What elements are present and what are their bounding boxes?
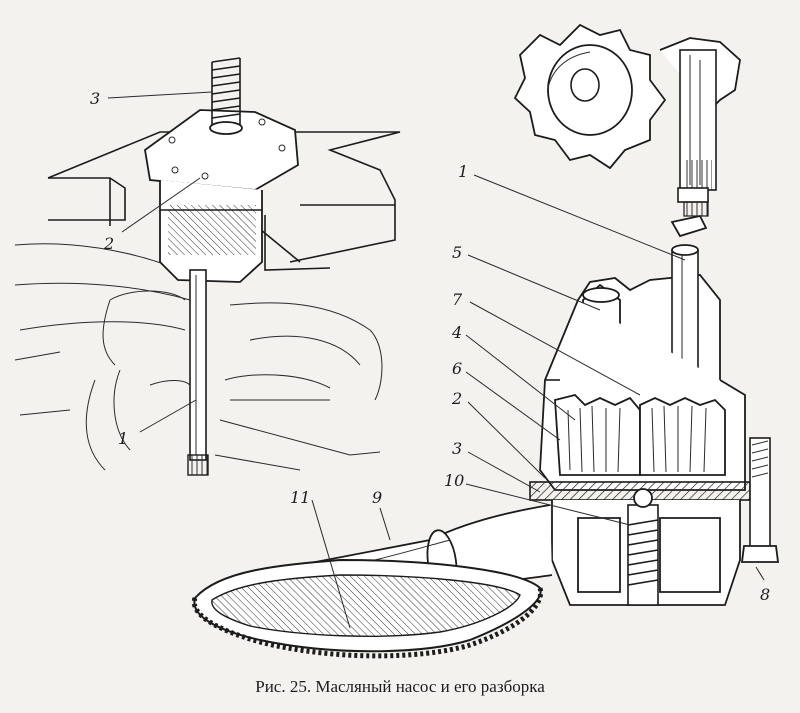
callout-right-4: 4 [451, 323, 462, 342]
strainer-screen-11 [191, 558, 544, 659]
callout-left-1: 1 [118, 429, 128, 448]
callout-right-7: 7 [452, 290, 463, 309]
callout-right-11: 11 [290, 488, 310, 507]
installed-oil-pump [144, 57, 299, 476]
callout-labels: 3 2 1 1 5 7 4 6 2 3 10 11 9 8 [90, 89, 770, 604]
leader-lines [107, 91, 765, 629]
callout-right-5: 5 [452, 243, 462, 262]
callout-right-6: 6 [452, 359, 462, 378]
figure-caption: Рис. 25. Масляный насос и его разборка [255, 677, 545, 696]
shaft-1 [187, 269, 209, 476]
callout-right-2: 2 [451, 389, 462, 408]
callout-left-2: 2 [103, 234, 114, 253]
callout-left-3: 3 [90, 89, 100, 108]
callout-right-3: 3 [452, 439, 462, 458]
drive-gear-exploded [513, 23, 741, 238]
callout-right-10: 10 [444, 471, 464, 490]
spring-3 [209, 57, 243, 135]
sectioned-oil-pump [191, 244, 780, 659]
callout-right-1: 1 [458, 162, 468, 181]
callout-right-8: 8 [760, 585, 770, 604]
pump-gears [554, 394, 726, 476]
callout-right-9: 9 [372, 488, 382, 507]
bolt-8 [740, 437, 780, 563]
